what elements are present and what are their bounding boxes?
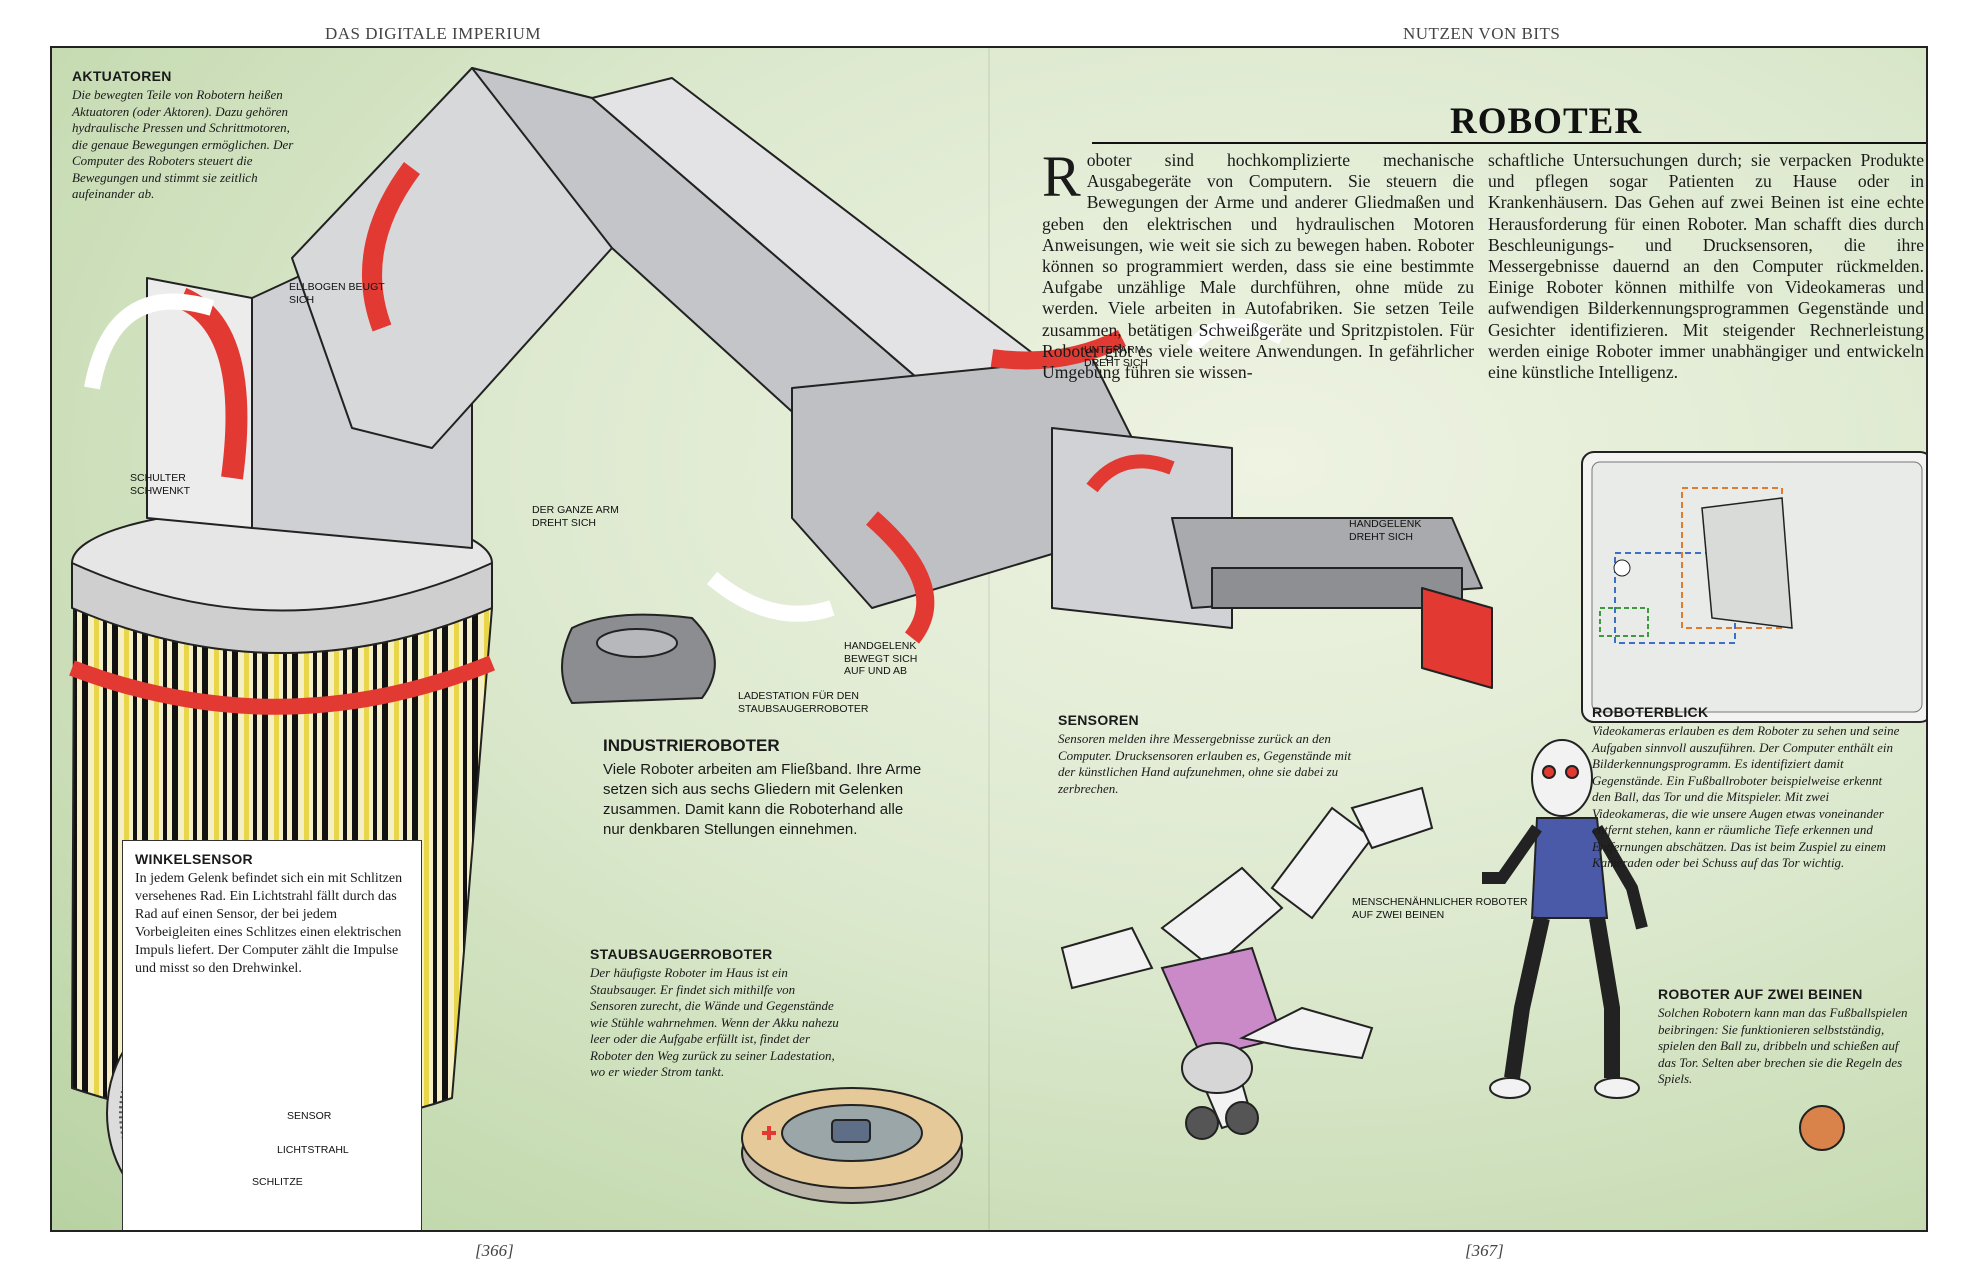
page-number-right: [367] — [1465, 1241, 1504, 1260]
intro-column-1-text: oboter sind hochkomplizierte mechanische… — [1042, 150, 1474, 383]
label-lichtstrahl: LICHTSTRAHL — [277, 1144, 349, 1156]
staubsauger-body: Der häufigste Roboter im Haus ist ein St… — [590, 965, 839, 1079]
roboterblick-body: Videokameras erlauben es dem Roboter zu … — [1592, 723, 1900, 870]
page-title: ROBOTER — [1450, 101, 1643, 142]
label-schlitze: SCHLITZE — [252, 1176, 303, 1188]
charging-station-illustration — [561, 613, 716, 705]
winkelsensor-box: WINKELSENSOR In jedem Gelenk befindet si… — [122, 840, 422, 1230]
sensoren-box: SENSOREN Sensoren melden ihre Messergebn… — [1058, 712, 1358, 797]
robot-arm-illustration — [69, 67, 1493, 1127]
roboterblick-box: ROBOTERBLICK Videokameras erlauben es de… — [1592, 704, 1902, 872]
humanoid-robot-illustration — [1482, 739, 1648, 1099]
vacuum-robot-illustration — [741, 1087, 963, 1204]
label-handgelenk-bewegt: HANDGELENK BEWEGT SICH AUF UND AB — [844, 640, 918, 677]
industrieroboter-box: INDUSTRIEROBOTER Viele Roboter arbeiten … — [603, 736, 923, 840]
page-number-left: [366] — [475, 1241, 514, 1260]
winkelsensor-body: In jedem Gelenk befindet sich ein mit Sc… — [135, 871, 403, 976]
staubsauger-title: STAUBSAUGERROBOTER — [590, 946, 773, 962]
industrieroboter-title: INDUSTRIEROBOTER — [603, 736, 780, 755]
running-header-left: DAS DIGITALE IMPERIUM — [325, 24, 541, 43]
roboterblick-title: ROBOTERBLICK — [1592, 704, 1709, 720]
running-header-right: NUTZEN VON BITS — [1403, 24, 1561, 43]
label-ladestation: LADESTATION FÜR DEN STAUBSAUGERROBOTER — [738, 690, 869, 715]
industrieroboter-body: Viele Roboter arbeiten am Fließband. Ihr… — [603, 761, 922, 838]
label-handgelenk-dreht: HANDGELENK DREHT SICH — [1349, 518, 1422, 543]
label-arm: DER GANZE ARM DREHT SICH — [532, 504, 619, 529]
zwei-beinen-box: ROBOTER AUF ZWEI BEINEN Solchen Robotern… — [1658, 986, 1908, 1088]
fallen-robot-illustration — [1060, 786, 1434, 1140]
zwei-beinen-body: Solchen Robotern kann man das Fußballspi… — [1658, 1005, 1908, 1086]
intro-column-2: schaftliche Untersuchungen durch; sie ve… — [1488, 150, 1924, 383]
winkelsensor-title: WINKELSENSOR — [135, 851, 253, 867]
zwei-beinen-title: ROBOTER AUF ZWEI BEINEN — [1658, 986, 1863, 1002]
staubsauger-box: STAUBSAUGERROBOTER Der häufigste Roboter… — [590, 946, 845, 1081]
aktuatoren-box: AKTUATOREN Die bewegten Teile von Robote… — [72, 68, 307, 203]
sensoren-body: Sensoren melden ihre Messergebnisse zurü… — [1058, 731, 1352, 796]
label-ellbogen: ELLBOGEN BEUGT SICH — [289, 281, 385, 306]
label-unterarm: UNTERARM DREHT SICH — [1084, 344, 1148, 369]
dropcap: R — [1042, 144, 1081, 209]
aktuatoren-body: Die bewegten Teile von Robotern heißen A… — [72, 87, 294, 201]
camera-view-illustration — [1581, 451, 1926, 723]
gutter — [988, 48, 990, 1230]
label-schulter: SCHULTER SCHWENKT — [130, 472, 191, 497]
title-rule — [1092, 142, 1926, 144]
label-menschen: MENSCHENÄHNLICHER ROBOTER AUF ZWEI BEINE… — [1352, 896, 1528, 921]
sensoren-title: SENSOREN — [1058, 712, 1139, 728]
ball-illustration — [1799, 1105, 1845, 1151]
label-sensor: SENSOR — [287, 1110, 332, 1122]
aktuatoren-title: AKTUATOREN — [72, 68, 172, 84]
